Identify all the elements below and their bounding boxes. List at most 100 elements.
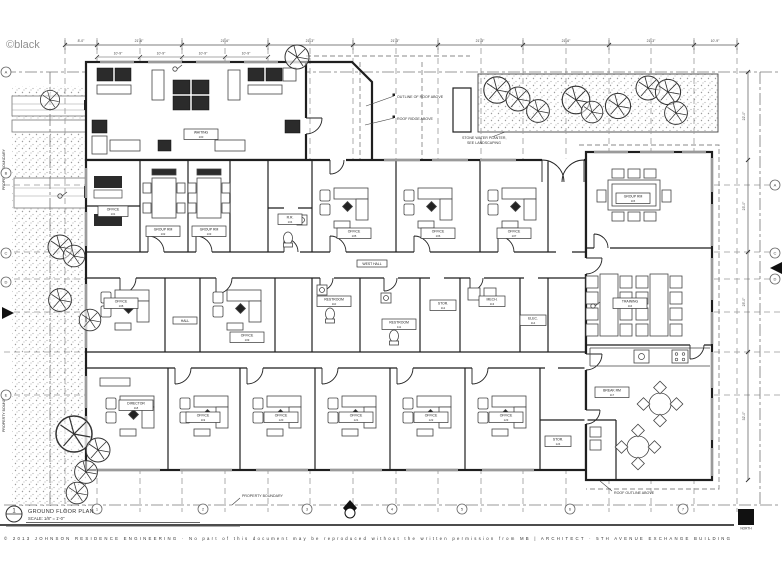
svg-text:OFFICE: OFFICE	[275, 414, 288, 418]
svg-text:OFFICE: OFFICE	[348, 230, 361, 234]
grid-bubble: 3	[306, 507, 309, 512]
room-label: STOR.124	[544, 435, 572, 447]
svg-text:100: 100	[199, 135, 204, 139]
tree-icon	[604, 92, 632, 120]
tree-icon	[284, 44, 310, 70]
svg-text:104: 104	[288, 220, 293, 224]
svg-text:109: 109	[245, 338, 250, 342]
svg-text:122: 122	[429, 418, 434, 422]
north-block-label: NORTH	[740, 527, 752, 531]
svg-text:112: 112	[441, 306, 446, 310]
svg-text:120: 120	[279, 418, 284, 422]
svg-text:114: 114	[531, 321, 536, 325]
dim-label: 23'-0"	[742, 201, 746, 210]
svg-text:123: 123	[504, 418, 509, 422]
toilet-icon	[389, 329, 399, 346]
tree-icon	[654, 78, 682, 106]
svg-text:BREAK RM: BREAK RM	[603, 389, 621, 393]
svg-text:STOR.: STOR.	[553, 438, 563, 442]
svg-text:115: 115	[631, 199, 636, 203]
roof-ridge-note: ROOF RIDGE ABOVE	[397, 117, 434, 121]
roof-outline-layer	[306, 55, 720, 490]
section-arrow-icon	[770, 262, 782, 274]
dim-label: 10'-9"	[157, 52, 166, 56]
room-label: R.R.104	[277, 213, 303, 225]
sheet-title: GROUND FLOOR PLAN	[28, 509, 94, 515]
svg-text:RESTROOM: RESTROOM	[324, 298, 344, 302]
svg-text:117: 117	[610, 393, 615, 397]
grid-bubble: B	[5, 171, 8, 176]
svg-text:102: 102	[161, 232, 166, 236]
section-arrow-icon	[2, 307, 14, 319]
sheet-footer: NORTH © 2013 JOHNSON RESIDENCE ENGINEERI…	[0, 509, 754, 541]
dim-label: 25'-0"	[742, 297, 746, 306]
dim-label: 10'-9"	[242, 52, 251, 56]
svg-text:WAITING: WAITING	[194, 131, 209, 135]
svg-text:121: 121	[354, 418, 359, 422]
dim-label: 10'-9"	[199, 52, 208, 56]
grid-bubble: A	[5, 70, 8, 75]
dim-label: 8'-0"	[78, 39, 86, 43]
room-label: MECH.113	[478, 295, 506, 307]
svg-text:106: 106	[436, 234, 441, 238]
dim-label: 21'-3"	[391, 39, 400, 43]
grid-bubble: D	[5, 280, 8, 285]
grid-bubble: C	[774, 251, 777, 256]
north-block-icon	[738, 509, 754, 525]
svg-text:101: 101	[111, 212, 116, 216]
svg-text:HALL: HALL	[181, 319, 190, 323]
svg-text:STOR.: STOR.	[438, 302, 448, 306]
tree-icon	[505, 86, 531, 112]
svg-text:108: 108	[119, 304, 124, 308]
svg-text:OFFICE: OFFICE	[107, 208, 120, 212]
svg-text:R.R.: R.R.	[287, 216, 294, 220]
svg-text:OFFICE: OFFICE	[350, 414, 363, 418]
svg-text:OFFICE: OFFICE	[500, 414, 513, 418]
grid-bubble: 5	[461, 507, 464, 512]
grid-bubble: 4	[391, 507, 394, 512]
planter-note: STONE WATER PLANTER,	[462, 136, 506, 140]
toilet-icon	[283, 231, 293, 248]
svg-text:OFFICE: OFFICE	[432, 230, 445, 234]
copyright-line: © 2013 JOHNSON RESIDENCE ENGINEERING · N…	[4, 536, 731, 541]
sheet-scale: SCALE: 1/8" = 1'-0"	[28, 516, 65, 521]
svg-text:103: 103	[207, 232, 212, 236]
svg-text:GROUP RM: GROUP RM	[624, 195, 643, 199]
svg-text:119: 119	[201, 418, 206, 422]
tree-icon	[48, 288, 72, 312]
tree-icon	[664, 101, 688, 125]
tree-icon	[40, 90, 60, 110]
svg-text:124: 124	[556, 442, 561, 446]
planter-note: SEE LANDSCAPING	[467, 141, 501, 145]
tree-icon	[78, 308, 102, 332]
tree-icon	[526, 99, 550, 123]
svg-text:107: 107	[512, 234, 517, 238]
dim-label: 10'-9"	[114, 52, 123, 56]
svg-text:118: 118	[134, 406, 139, 410]
roof-outline-br-note: ROOF OUTLINE ABOVE	[614, 491, 655, 495]
doors-layer	[119, 117, 705, 425]
property-boundary-note: PROPERTY BOUNDARY	[242, 494, 284, 498]
dim-label: 32'-0"	[742, 411, 746, 420]
dim-label: 21'-3"	[647, 39, 656, 43]
svg-text:105: 105	[352, 234, 357, 238]
room-label: ELEC.114	[519, 314, 547, 326]
